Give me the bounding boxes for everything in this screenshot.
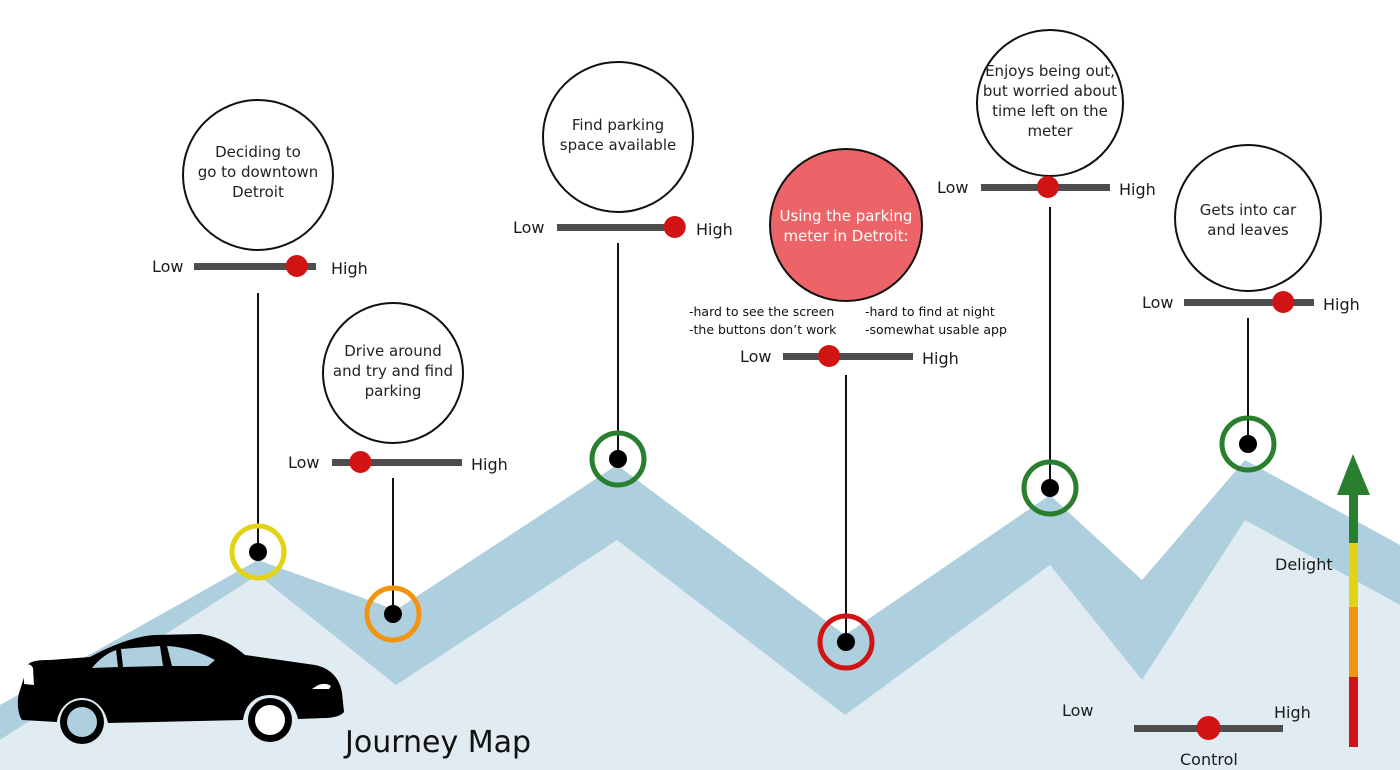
pain-point-note: -hard to see the screen <box>689 304 834 319</box>
scale-low-label: Low <box>288 453 320 472</box>
scale-high-label: High <box>471 455 508 474</box>
experience-band <box>0 460 1400 740</box>
stage-label-line: go to downtown <box>198 163 319 181</box>
stage-label-line: Using the parking <box>780 207 913 225</box>
scale-knob[interactable] <box>1036 176 1059 198</box>
scale-knob[interactable] <box>349 451 372 473</box>
arrow-head-icon <box>1337 454 1370 495</box>
control-knob[interactable] <box>1196 716 1221 740</box>
delight-segment-yellow <box>1349 543 1358 607</box>
scale-knob[interactable] <box>818 345 841 367</box>
emotion-ring-yellow[interactable] <box>229 523 287 581</box>
scale-high-label: High <box>696 220 733 239</box>
stage-label-line: but worried about <box>983 82 1117 100</box>
emotion-dot <box>837 633 855 651</box>
stage-bubble[interactable] <box>182 99 334 251</box>
pain-point-note: -the buttons don’t work <box>689 322 837 337</box>
stage-label-line: meter in Detroit: <box>783 227 908 245</box>
page-title: Journey Map <box>343 725 531 760</box>
emotion-dot <box>1239 435 1257 453</box>
stage-label-line: space available <box>560 136 676 154</box>
scale-low-label: Low <box>152 257 184 276</box>
scale-low-label: Low <box>513 218 545 237</box>
stage-bubble[interactable] <box>322 302 464 444</box>
stage-bubble[interactable] <box>542 61 694 213</box>
scale-track <box>783 353 913 360</box>
stage-bubble[interactable] <box>769 148 923 302</box>
delight-segment-red <box>1349 677 1358 747</box>
control-high-label: High <box>1274 703 1311 722</box>
scale-track <box>1184 299 1314 306</box>
control-scale: Low High Control <box>1062 701 1311 769</box>
delight-segment-green <box>1349 493 1358 543</box>
emotion-dot <box>1041 479 1059 497</box>
scale-track <box>194 263 316 270</box>
stage-label-line: Find parking <box>572 116 664 134</box>
stage-using-meter: Using the parking meter in Detroit: -hard … <box>689 148 1007 671</box>
emotion-dot <box>384 605 402 623</box>
stage-bubble[interactable] <box>1174 144 1322 292</box>
control-label: Control <box>1180 750 1238 769</box>
delight-segment-orange <box>1349 607 1358 677</box>
scale-low-label: Low <box>937 178 969 197</box>
pain-point-note: -hard to find at night <box>865 304 995 319</box>
stage-bubble[interactable] <box>976 29 1124 177</box>
stage-label-line: Detroit <box>232 183 284 201</box>
scale-low-label: Low <box>1142 293 1174 312</box>
emotion-ring-orange[interactable] <box>364 585 422 643</box>
scale-low-label: Low <box>740 347 772 366</box>
emotion-ring-green[interactable] <box>589 430 647 488</box>
car-icon <box>17 634 344 744</box>
background-terrain <box>0 520 1400 770</box>
scale-knob[interactable] <box>663 216 686 238</box>
scale-track <box>332 459 462 466</box>
stage-label-line: meter <box>1027 122 1073 140</box>
stage-label-line: Drive around <box>344 342 442 360</box>
pain-point-note: -somewhat usable app <box>865 322 1007 337</box>
scale-high-label: High <box>1323 295 1360 314</box>
delight-label: Delight <box>1275 555 1333 574</box>
stage-label-line: and leaves <box>1207 221 1289 239</box>
emotion-ring-green[interactable] <box>1021 459 1079 517</box>
emotion-ring-red[interactable] <box>817 613 875 671</box>
emotion-ring-green[interactable] <box>1219 415 1277 473</box>
stage-label-line: Enjoys being out, <box>985 62 1115 80</box>
scale-high-label: High <box>1119 180 1156 199</box>
stage-label-line: Gets into car <box>1200 201 1297 219</box>
stage-label-line: parking <box>365 382 422 400</box>
delight-axis-arrow <box>1337 454 1370 747</box>
scale-high-label: High <box>922 349 959 368</box>
control-low-label: Low <box>1062 701 1094 720</box>
scale-knob[interactable] <box>285 255 308 277</box>
stage-label-line: time left on the <box>992 102 1108 120</box>
scale-high-label: High <box>331 259 368 278</box>
stage-label-line: Deciding to <box>215 143 301 161</box>
scale-track <box>557 224 683 231</box>
scale-knob[interactable] <box>1272 291 1295 313</box>
stage-label-line: and try and find <box>333 362 453 380</box>
emotion-dot <box>249 543 267 561</box>
emotion-dot <box>609 450 627 468</box>
stage-enjoys: Enjoys being out, but worried about time l… <box>937 29 1156 517</box>
